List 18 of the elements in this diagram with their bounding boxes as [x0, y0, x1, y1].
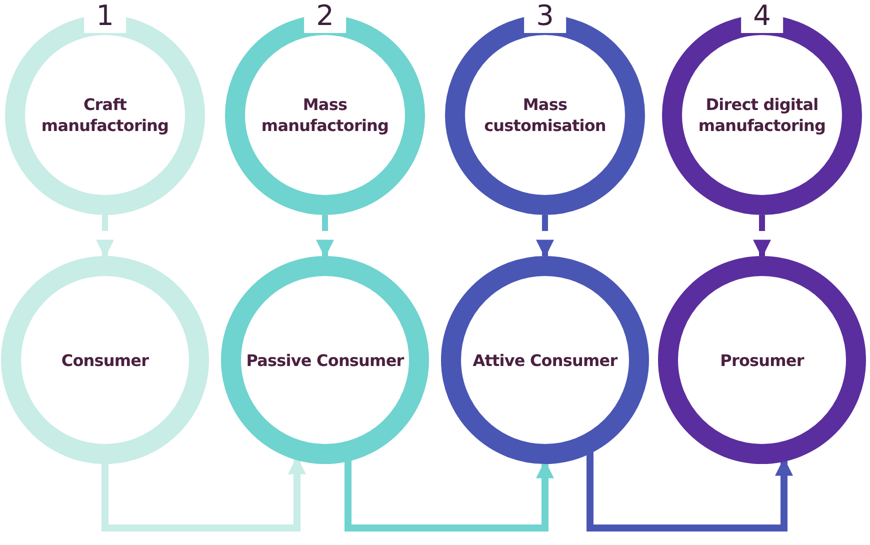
node-label: Prosumer: [720, 350, 804, 370]
node-label: Consumer: [61, 350, 149, 370]
ring-node: [658, 256, 866, 464]
arrow: [344, 459, 554, 532]
node-label: Mass customisation: [483, 94, 607, 136]
node-label: Craft manufactoring: [40, 94, 170, 136]
arrow: [586, 452, 793, 532]
arrow: [96, 215, 114, 258]
node-label: Mass manufactoring: [260, 94, 390, 136]
arrow: [316, 215, 334, 258]
node-label: Passive Consumer: [246, 350, 404, 370]
ring-node: [441, 256, 649, 464]
node-label: Direct digital manufactoring: [697, 94, 827, 136]
arrow: [753, 215, 771, 258]
arrow: [536, 215, 554, 258]
ring-node: [1, 256, 209, 464]
node-label: Attive Consumer: [472, 350, 618, 370]
ring-node: [221, 256, 429, 464]
